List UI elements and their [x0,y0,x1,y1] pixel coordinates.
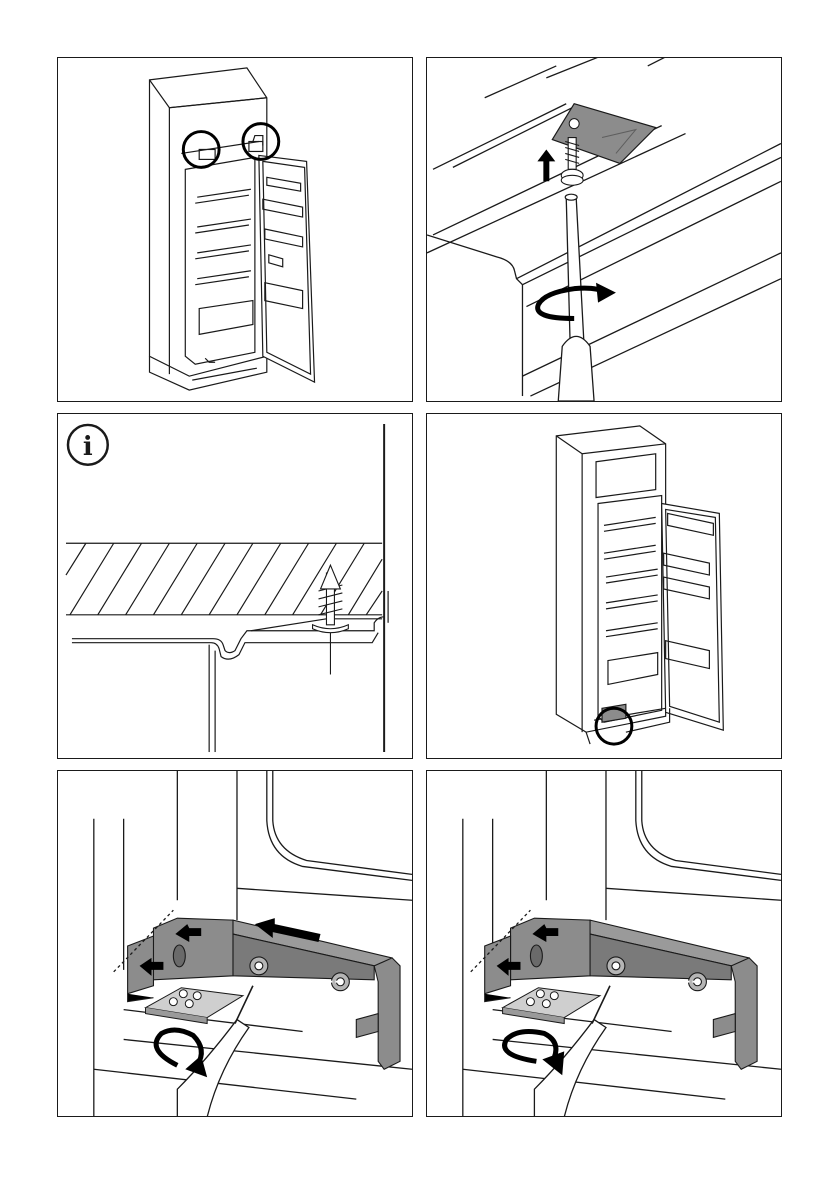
step-panel-3: i [57,413,413,759]
info-icon-letter: i [83,432,93,462]
step-panel-4 [426,413,782,759]
bottom-hinge-tighten-illustration [427,771,781,1116]
arrow-up-icon [537,149,555,181]
step-panel-6 [426,770,782,1117]
screwdriver-icon [566,197,584,346]
rotate-arrow-icon [156,1030,201,1065]
hinge-plate [146,988,243,1024]
step-panel-1 [57,57,413,402]
step-panel-2 [426,57,782,402]
top-screw-removal-illustration [427,58,781,401]
hinge-plate [503,988,600,1024]
bottom-hinge-bracket [128,918,400,1069]
fridge-top-hinges-illustration [58,58,412,401]
rotate-arrow-icon [505,1031,556,1061]
info-icon: i [68,425,108,465]
screw-cross-section-illustration: i [58,414,412,758]
bottom-hinge-bracket [485,918,757,1069]
step-panel-5 [57,770,413,1117]
bottom-hinge-slide-illustration [58,771,412,1116]
fridge-bottom-hinge-illustration [427,414,781,758]
